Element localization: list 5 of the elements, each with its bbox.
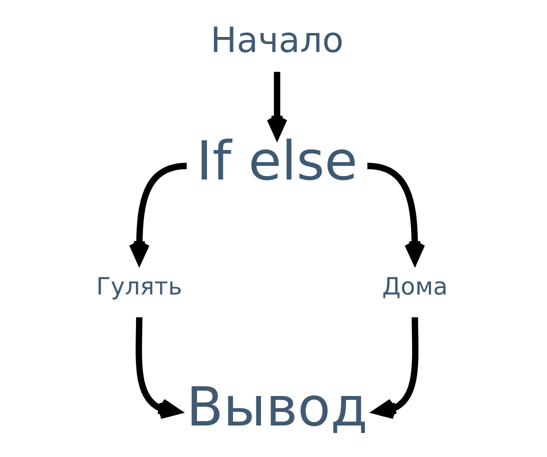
node-text: Вывод [186,375,368,438]
node-text: Гулять [96,272,182,300]
node-text: If else [196,130,358,193]
node-text: Дома [382,272,448,300]
node-text: Начало [210,21,344,62]
